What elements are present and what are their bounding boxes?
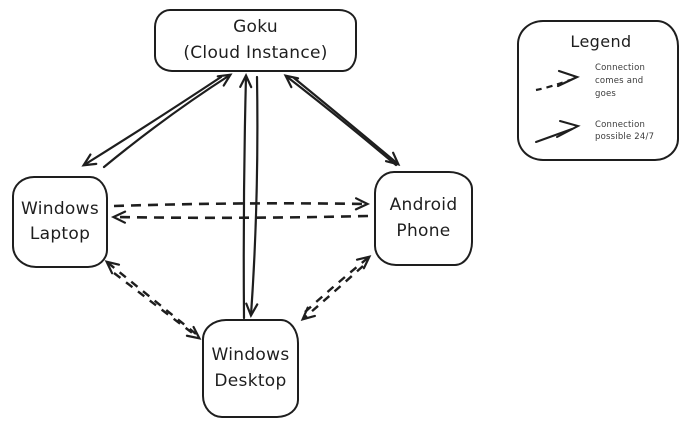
arrow-phone-to-laptop [110,210,369,224]
node-android-phone: Android Phone [374,171,473,266]
node-label: Desktop [214,370,287,391]
legend-title: Legend [570,32,632,51]
arrow-phone-to-goku [283,74,398,167]
node-windows-laptop: Windows Laptop [12,176,108,268]
edge-phone-goku-solid [283,74,401,167]
arrow-goku-to-phone [292,76,401,166]
arrow-laptop-to-goku [102,73,233,169]
arrow-goku-to-laptop [81,75,223,167]
arrow-desktop-to-phone [304,255,372,313]
dashed-arrow-icon [535,70,580,92]
legend-item-label: Connection comes and goes [595,63,646,99]
arrow-laptop-to-desktop [113,272,202,340]
legend-box: Legend Connection comes and goes Connect… [517,20,679,161]
arrow-desktop-to-laptop [104,260,197,335]
node-label: Windows [21,198,99,219]
node-label: (Cloud Instance) [183,42,328,63]
node-label: Laptop [29,224,91,244]
arrow-phone-to-desktop [300,265,364,321]
edge-phone-desktop-dashed [300,255,372,321]
node-label: Phone [396,220,451,241]
node-label: Windows [211,345,290,365]
legend-item: Connection possible 24/7 [533,117,669,145]
edge-desktop-goku-solid [239,72,259,320]
node-label: Goku [233,17,278,37]
edge-laptop-desktop-dashed [104,260,202,340]
edge-laptop-phone-dashed [110,197,371,224]
legend-item-label: Connection possible 24/7 [595,119,655,143]
node-windows-desktop: Windows Desktop [202,319,299,418]
node-label: Android [389,195,458,215]
edge-laptop-goku-solid [81,73,233,169]
arrow-goku-to-desktop [245,75,259,319]
node-goku: Goku (Cloud Instance) [154,9,357,72]
legend-item: Connection comes and goes [533,62,669,100]
arrow-laptop-to-phone [113,197,371,211]
solid-arrow-icon [535,120,581,144]
arrow-desktop-to-goku [239,72,253,320]
